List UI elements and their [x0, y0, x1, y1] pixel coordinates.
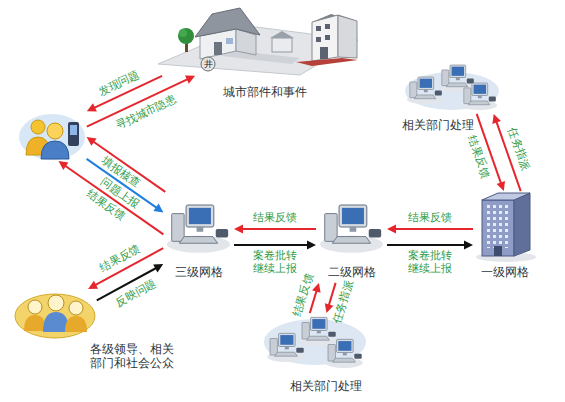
connector-line: [242, 228, 316, 230]
department-computer: [325, 339, 363, 368]
office-window: [325, 35, 330, 40]
arrow-head: [59, 161, 69, 170]
edge-label: 案卷批转 继续上报: [250, 249, 300, 275]
office-window: [316, 37, 321, 42]
edge-label: 案卷批转 继续上报: [405, 249, 455, 275]
department-computer: [407, 77, 443, 104]
edge-label: 发现问题: [91, 65, 147, 101]
office-side: [338, 15, 357, 58]
arrow-head: [153, 264, 163, 272]
grid-center: 一级网格: [475, 193, 535, 281]
worker-head: [31, 120, 45, 134]
department-group: 相关部门处理: [262, 315, 370, 395]
node-label: 城市部件和事件: [210, 85, 320, 99]
node-label: 相关部门处理: [402, 118, 482, 132]
person-body: [24, 315, 46, 331]
node-label: 一级网格: [475, 265, 535, 279]
department-group: 相关部门处理: [405, 62, 500, 112]
house-door: [214, 42, 222, 55]
arrow-head: [464, 241, 473, 250]
building-roof: [482, 193, 530, 200]
shed: [272, 38, 292, 52]
arrow-head: [312, 283, 321, 293]
city-scene: 城市部件和事件: [150, 5, 360, 75]
tree-highlight: [179, 29, 187, 37]
tree-crown: [178, 28, 194, 44]
office-front: [312, 15, 338, 61]
grid-worker-icon: [20, 110, 85, 160]
arrow-head: [87, 137, 97, 146]
office-roof: [312, 14, 357, 22]
public-group: 各级领导、相关部门和社会公众: [15, 290, 95, 340]
manhole-cover: [201, 57, 215, 71]
red-wall: [296, 58, 358, 66]
department-computer: [461, 83, 497, 110]
arrow-head: [87, 103, 97, 111]
connector-line: [387, 244, 465, 246]
arrow-head: [387, 225, 396, 234]
node-label: 二级网格: [318, 265, 385, 279]
person-body: [43, 312, 69, 332]
office-window: [316, 26, 321, 31]
workstation-icon: [320, 205, 383, 253]
connector-arrow: [387, 241, 473, 250]
building-windows: [485, 204, 511, 248]
grid-station: 二级网格: [318, 193, 385, 281]
building-door: [494, 246, 502, 256]
phone-screen: [70, 125, 77, 135]
edge-label: 结果反馈: [247, 211, 303, 224]
connector-line: [395, 228, 473, 230]
edge-label: 任务指派: [328, 273, 357, 330]
grid-station: 三级网格: [165, 193, 232, 281]
office-window: [325, 24, 330, 29]
person-head: [48, 295, 64, 311]
worker-body: [41, 141, 69, 159]
house-window: [226, 38, 233, 44]
department-computer: [267, 333, 305, 362]
edge-label: 寻找城市隐患: [111, 91, 182, 133]
edge-label: 结果反馈: [464, 128, 495, 185]
edge-label: 任务指派: [503, 120, 534, 177]
person-head: [28, 300, 42, 314]
public-backdrop: [15, 294, 95, 338]
arrow-head: [497, 181, 505, 191]
connector-line: [65, 166, 163, 235]
shed-roof: [270, 31, 294, 38]
connector-arrow: [234, 225, 316, 234]
connector-line: [234, 244, 308, 246]
person-head: [69, 301, 83, 315]
arrow-head: [234, 225, 243, 234]
building-front: [482, 200, 514, 256]
building-side: [514, 193, 530, 256]
edge-label: 结果反馈: [402, 211, 458, 224]
node-label: 相关部门处理: [282, 379, 370, 393]
arrow-head: [185, 76, 195, 84]
house-roof: [195, 8, 260, 37]
edge-label: 反映问题: [108, 274, 163, 312]
arrow-head: [492, 114, 501, 124]
connector-line: [329, 283, 336, 306]
worker-head: [47, 123, 63, 139]
workstation-icon: [167, 205, 230, 253]
node-label: 各级领导、相关部门和社会公众: [88, 342, 176, 370]
arrow-head: [153, 204, 163, 213]
mobile-phone: [68, 122, 79, 146]
arrow-head: [88, 281, 98, 289]
connector-arrow: [234, 241, 316, 250]
connector-line: [310, 291, 317, 314]
worker-backdrop: [19, 114, 85, 160]
edge-label: 结果反馈: [92, 239, 147, 277]
symbol-label: 井: [204, 59, 213, 69]
arrow-head: [307, 241, 316, 250]
person-body: [65, 316, 87, 332]
office-door: [320, 47, 328, 59]
node-label: 三级网格: [165, 265, 232, 279]
connector-arrow: [387, 225, 473, 234]
